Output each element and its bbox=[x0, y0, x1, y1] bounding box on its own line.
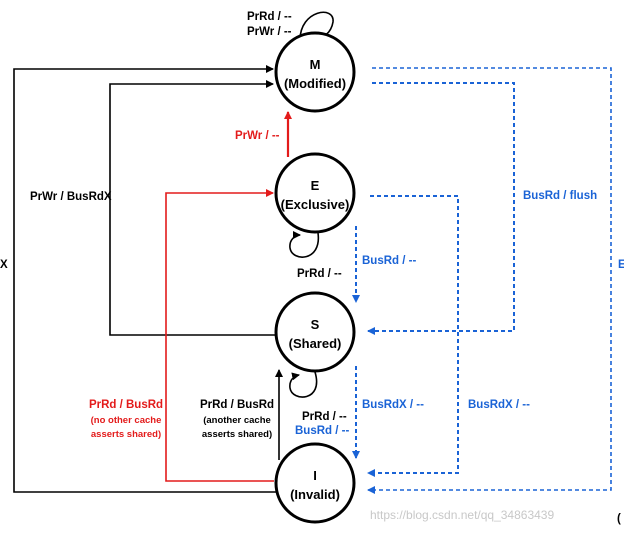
watermark: https://blog.csdn.net/qq_34863439 bbox=[370, 508, 554, 522]
state-s-name: S bbox=[311, 317, 320, 332]
label-s-self-busrd: BusRd / -- bbox=[295, 425, 349, 437]
state-s-desc: (Shared) bbox=[289, 336, 342, 351]
label-m-to-s: BusRd / flush bbox=[523, 190, 597, 202]
state-m-name: M bbox=[310, 57, 321, 72]
label-i-to-s-main: PrRd / BusRd bbox=[200, 399, 274, 411]
state-s: S (Shared) bbox=[274, 291, 356, 373]
label-s-self-prrd: PrRd / -- bbox=[302, 411, 347, 423]
label-i-to-e-note1: (no other cache bbox=[91, 415, 162, 426]
label-i-to-e-note2: asserts shared) bbox=[91, 429, 161, 440]
state-e: E (Exclusive) bbox=[274, 152, 356, 234]
state-i-name: I bbox=[313, 468, 317, 483]
state-i-desc: (Invalid) bbox=[290, 487, 340, 502]
state-e-name: E bbox=[311, 178, 320, 193]
label-m-self-prrd: PrRd / -- bbox=[247, 11, 292, 23]
edge-m-to-i bbox=[367, 67, 612, 494]
state-i: I (Invalid) bbox=[274, 442, 356, 524]
edge-e-to-i bbox=[367, 195, 459, 477]
label-m-self-prwr: PrWr / -- bbox=[247, 26, 292, 38]
state-m-desc: (Modified) bbox=[284, 76, 346, 91]
edge-s-to-m bbox=[109, 80, 275, 336]
loop-e-self bbox=[289, 231, 319, 258]
label-e-self: PrRd / -- bbox=[297, 268, 342, 280]
label-i-to-s-note2: asserts shared) bbox=[202, 429, 272, 440]
loop-s-self bbox=[289, 371, 318, 398]
state-e-desc: (Exclusive) bbox=[281, 197, 350, 212]
label-e-to-i: BusRdX / -- bbox=[468, 399, 530, 411]
corner-fragment: ( bbox=[617, 513, 621, 525]
state-m: M (Modified) bbox=[274, 31, 356, 113]
edge-m-to-s bbox=[367, 82, 515, 335]
label-s-to-i: BusRdX / -- bbox=[362, 399, 424, 411]
edge-i-to-e bbox=[165, 189, 274, 482]
label-right-edge-fragment: E bbox=[618, 259, 624, 271]
label-e-to-m: PrWr / -- bbox=[235, 130, 280, 142]
label-s-i-to-m: PrWr / BusRdX bbox=[30, 191, 112, 203]
label-e-to-s: BusRd / -- bbox=[362, 255, 416, 267]
label-i-to-s-note1: (another cache bbox=[203, 415, 271, 426]
label-left-edge-fragment: X bbox=[0, 259, 8, 271]
label-i-to-e-main: PrRd / BusRd bbox=[89, 399, 163, 411]
edge-i-to-m bbox=[13, 65, 277, 493]
